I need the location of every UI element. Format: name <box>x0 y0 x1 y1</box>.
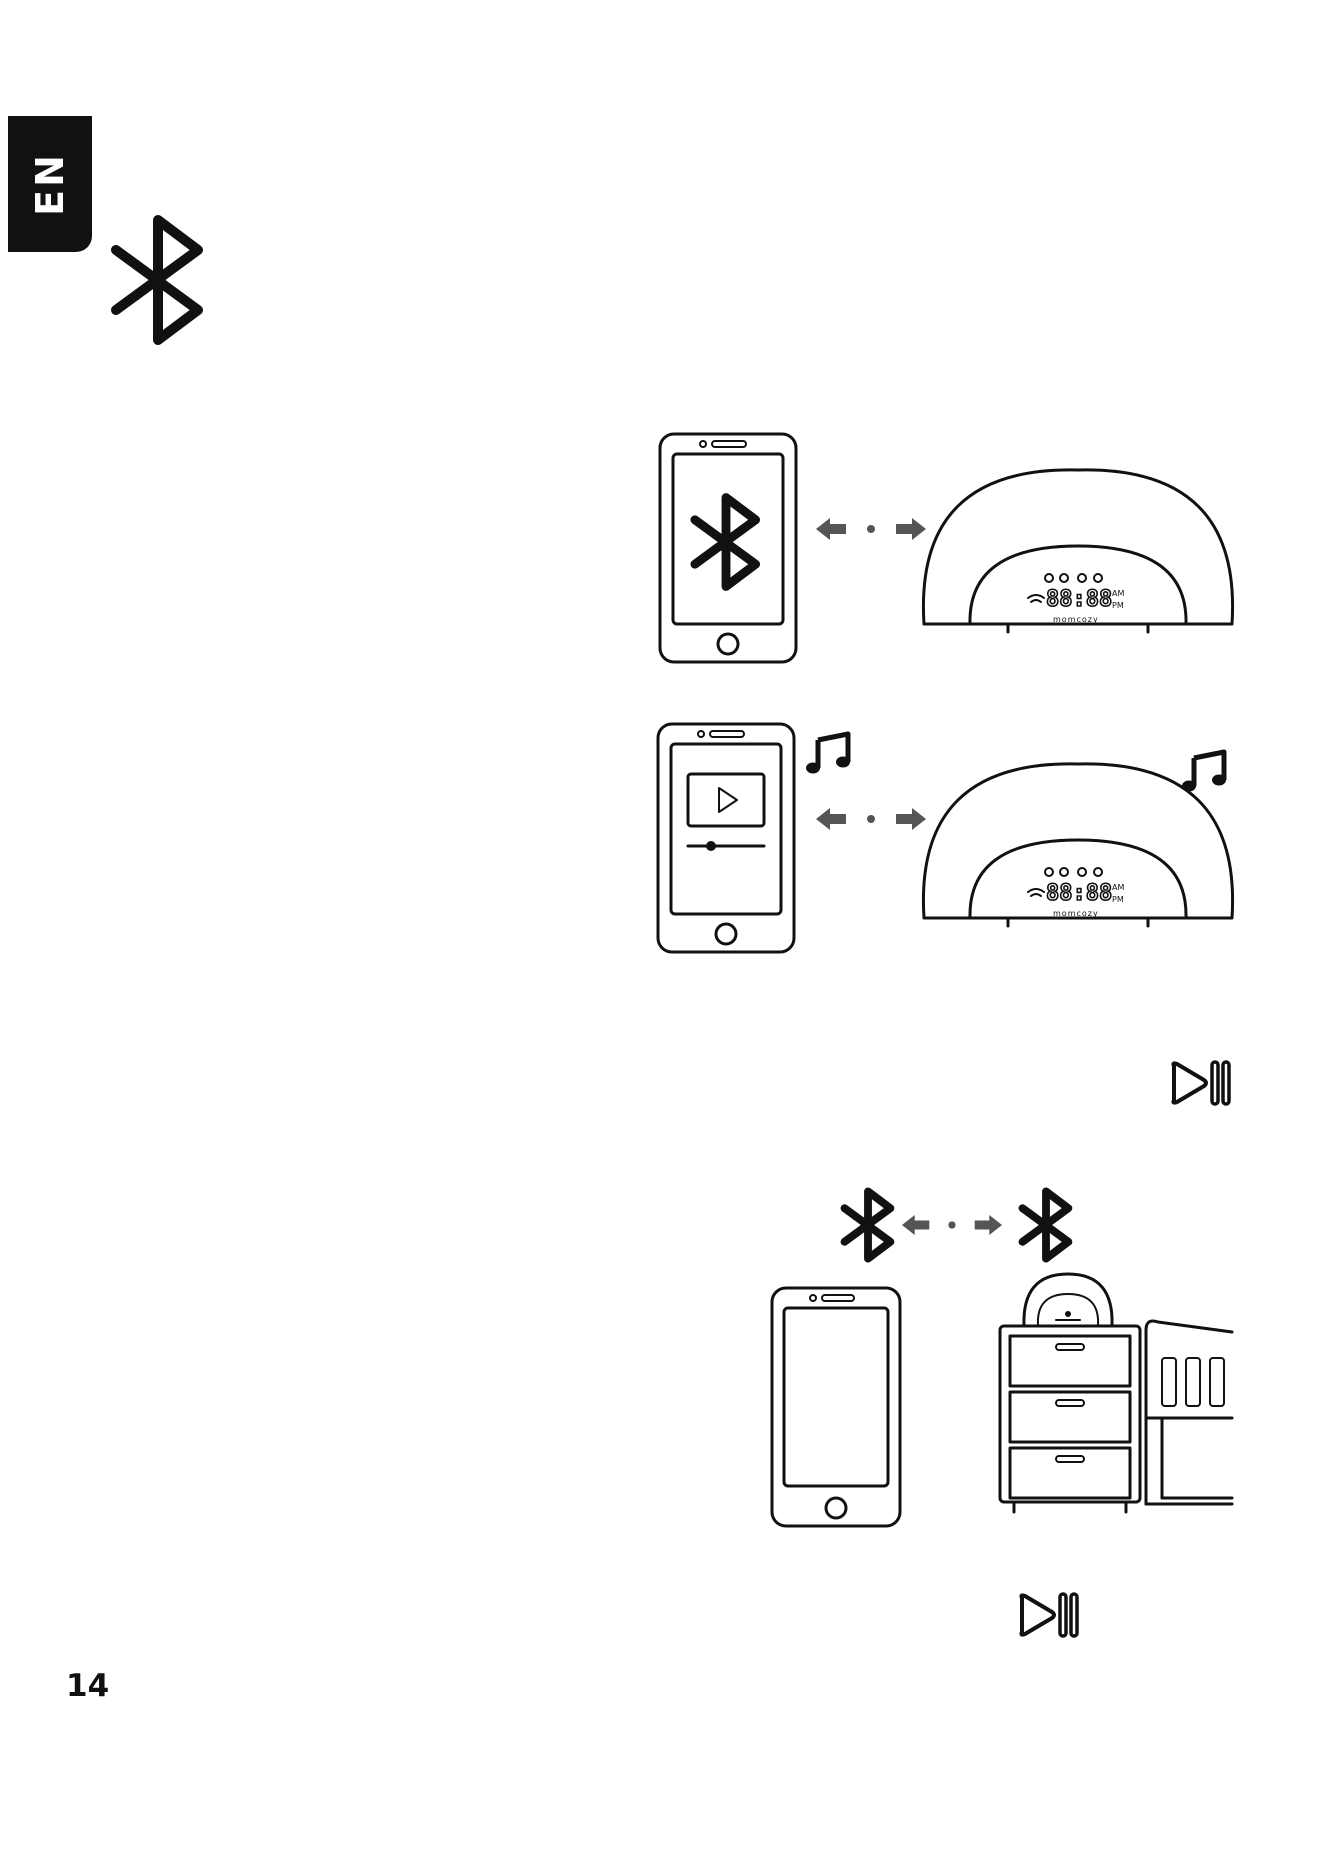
play-pause-icon <box>1016 1592 1078 1638</box>
lcd-time: 88:88 <box>1046 587 1112 612</box>
double-arrow-icon <box>816 518 926 540</box>
bluetooth-icon <box>689 494 763 590</box>
language-tab-label: EN <box>28 152 72 216</box>
bluetooth-icon <box>108 218 208 342</box>
page-number: 14 <box>66 1668 109 1704</box>
double-arrow-icon <box>816 808 926 830</box>
music-note-icon <box>806 730 852 776</box>
double-arrow-icon <box>902 1214 1002 1236</box>
brand-label: momcozy <box>1053 615 1099 624</box>
phone-illustration <box>770 1286 902 1528</box>
bluetooth-icon <box>840 1190 896 1260</box>
nursery-scene <box>996 1270 1232 1518</box>
phone-illustration <box>656 722 796 954</box>
bluetooth-icon <box>1018 1190 1074 1260</box>
brand-label: momcozy <box>1053 909 1099 918</box>
lcd-time: 88:88 <box>1046 881 1112 906</box>
language-tab: EN <box>8 116 92 252</box>
am-label: AM <box>1112 589 1124 598</box>
pm-label: PM <box>1112 601 1124 610</box>
music-note-icon <box>1182 748 1228 794</box>
momcozy-device: 88:88 AM PM momcozy <box>920 466 1236 634</box>
am-label: AM <box>1112 883 1124 892</box>
play-pause-icon <box>1168 1060 1230 1106</box>
pm-label: PM <box>1112 895 1124 904</box>
